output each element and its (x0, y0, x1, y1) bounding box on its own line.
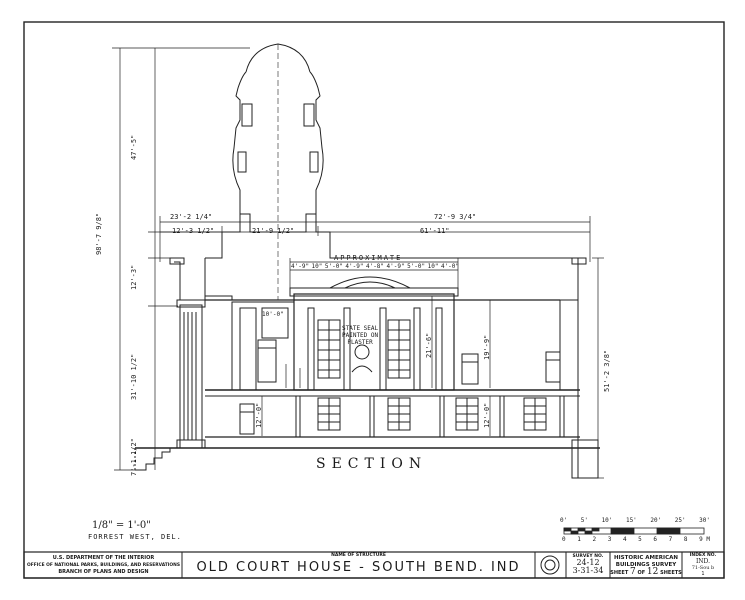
sheet-total: 12 (646, 567, 659, 577)
scale-tick: 8 (683, 536, 688, 543)
bay-width: 5'-0" (407, 263, 426, 270)
dim-small-left: 10'-0" (262, 311, 284, 318)
bay-width: 4'-0" (440, 263, 459, 270)
dept-line: U.S. DEPARTMENT OF THE INTERIOR (52, 555, 155, 561)
bay-width: 4'-9" (386, 263, 405, 270)
scale-tick: 2 (592, 536, 597, 543)
scale-tick: 5 (638, 536, 642, 543)
structure-name: OLD COURT HOUSE - SOUTH BEND. IND (196, 560, 521, 575)
sheet-number: 7 (630, 567, 636, 577)
dim-lower-height-left: 12'-0" (255, 402, 263, 428)
habs-line: HISTORIC AMERICAN (614, 555, 678, 561)
seal-annotation-line: PLASTER (347, 339, 373, 346)
habs-line: BUILDINGS SURVEY (615, 562, 677, 568)
dim-approximate: APPROXIMATE (334, 254, 403, 262)
sheets-word: SHEETS (660, 570, 682, 576)
dim-overall-height: 98'-7 9/8" (95, 212, 103, 255)
graphic-scale-bar (563, 527, 705, 535)
bay-width: 10" (311, 263, 323, 270)
drafter-credit: FORREST WEST, DEL. (88, 533, 182, 541)
scale-tick: 1 (577, 536, 581, 543)
dim-far-right-height: 51'-2 3/8" (603, 349, 611, 392)
sheet-count: SHEET 7 OF 12 SHEETS (610, 567, 682, 577)
dim-lower-height-right: 12'-0" (483, 402, 491, 428)
title-block-frame (23, 551, 725, 579)
dept-line: OFFICE OF NATIONAL PARKS, BUILDINGS, AND… (26, 563, 180, 568)
sheet-word: SHEET (610, 570, 629, 576)
index-sub: 1 (701, 571, 705, 577)
survey-block: SURVEY NO. 24-12 3-31-34 (566, 554, 610, 575)
section-title: SECTION (316, 456, 428, 472)
structure-name-label: NAME OF STRUCTURE (331, 553, 386, 558)
index-block: INDEX NO. IND. 71-Sou b 1 (682, 553, 724, 577)
scale-ratio: 1/8" = 1'-0" (92, 520, 151, 531)
of-word: OF (637, 570, 646, 576)
dept-block: U.S. DEPARTMENT OF THE INTERIOR OFFICE O… (26, 555, 181, 576)
scale-tick: 5' (580, 517, 589, 524)
survey-date: 3-31-34 (572, 566, 604, 575)
index-number: 71-Sou b (691, 565, 715, 571)
seal-annotation-line: STATE SEAL (342, 325, 379, 332)
scale-tick: 6 (653, 536, 658, 543)
dimension-lines (112, 47, 604, 479)
habs-block: HISTORIC AMERICAN BUILDINGS SURVEY SHEET… (610, 555, 682, 577)
dim-dome-height: 47'-5" (130, 134, 138, 160)
scale-ticks-bottom: 0 1 2 3 4 5 6 7 8 9 M (562, 537, 710, 543)
survey-number: 24-12 (576, 558, 600, 567)
scale-tick: 30' (699, 517, 710, 524)
bay-width: 4'-8" (365, 263, 385, 270)
scale-tick: 15' (625, 517, 637, 524)
scale-tick: 0' (560, 517, 568, 524)
dim-right-total: 72'-9 3/4" (434, 213, 477, 221)
scale-tick: 20' (650, 517, 662, 524)
scale-tick: 9 M (699, 536, 710, 543)
dim-left-inner: 12'-3 1/2" (172, 227, 215, 235)
dim-right-height: 19'-9" (483, 334, 491, 360)
index-label: INDEX NO. (689, 553, 717, 558)
bay-width-row: 4'-9" 10" 5'-0" 4'-9" 4'-8" 4'-9" 5'-0" … (291, 264, 459, 270)
building-section (134, 43, 600, 479)
index-code: IND. (695, 558, 711, 565)
bay-width: 4'-9" (291, 263, 310, 270)
dim-base-height: 7'-1 1/2" (130, 438, 138, 476)
survey-label: SURVEY NO. (572, 554, 604, 559)
scale-tick: 4 (622, 536, 627, 543)
bay-width: 5'-0" (324, 263, 343, 270)
dim-right-inner: 61'-11" (420, 227, 450, 235)
scale-ticks-top: 0' 5' 10' 15' 20' 25' 30' (560, 518, 710, 524)
dim-roof-height: 12'-3" (130, 264, 138, 290)
scale-tick: 0 (562, 536, 566, 543)
bay-width: 10" (427, 263, 439, 270)
dim-left-wing: 23'-2 1/4" (170, 213, 213, 221)
seal-annotation-line: PAINTED ON (342, 332, 379, 339)
dept-line: BRANCH OF PLANS AND DESIGN (58, 569, 149, 575)
seal-annotation: STATE SEAL PAINTED ON PLASTER (342, 325, 378, 346)
dim-dome-width: 21'-9 1/2" (252, 227, 295, 235)
scale-tick: 10' (601, 517, 613, 524)
scale-tick: 25' (674, 517, 686, 524)
scale-tick: 3 (607, 536, 612, 543)
bay-width: 4'-9" (345, 263, 364, 270)
dim-main-height: 31'-10 1/2" (130, 353, 138, 400)
dim-court-height: 21'-6" (425, 332, 433, 358)
scale-tick: 7 (668, 536, 673, 543)
